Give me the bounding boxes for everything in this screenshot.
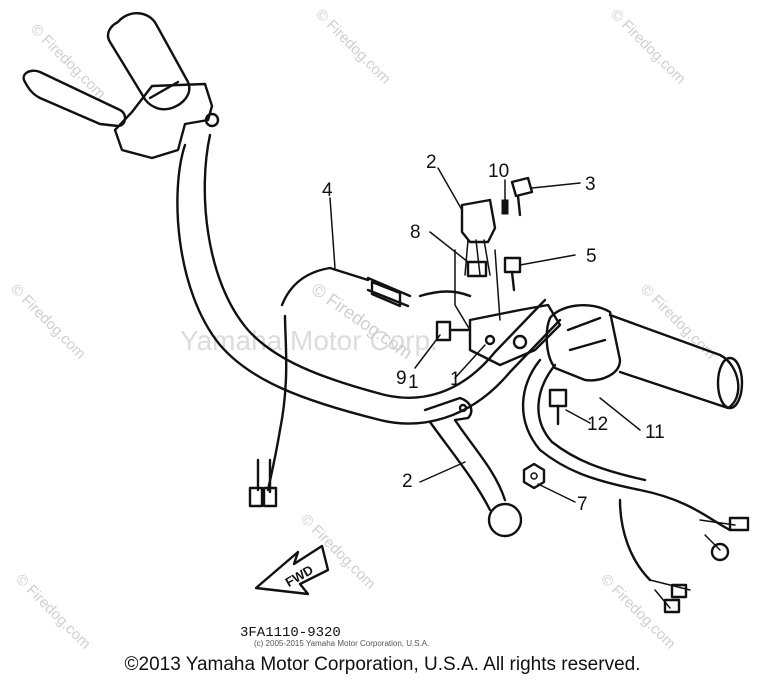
watermark-text: © Firedog.com (7, 281, 89, 363)
callout-12: 12 (587, 414, 608, 435)
screw-part-9 (435, 320, 470, 342)
nut-part-7 (522, 462, 546, 490)
callout-10: 10 (488, 161, 509, 182)
callout-11: 11 (645, 422, 665, 443)
watermark-text: © Firedog.com (607, 6, 689, 88)
callout-3: 2 (426, 152, 437, 173)
footer-copyright: ©2013 Yamaha Motor Corporation, U.S.A. A… (124, 654, 641, 675)
watermark-text: © Firedog.com (12, 571, 94, 653)
callout-7: 7 (577, 494, 588, 515)
switch-part-3 (454, 198, 501, 331)
watermark-text: © Firedog.com (27, 21, 109, 103)
bolt-part-12 (548, 388, 568, 426)
watermark-center-text: Yamaha Motor Corp. (180, 325, 438, 356)
left-lever-assembly (22, 69, 220, 160)
wiring-harness (521, 358, 750, 614)
fwd-arrow-label: FWD (283, 562, 316, 590)
bolt-part-4 (510, 176, 534, 217)
callout-4: 3 (585, 174, 596, 195)
watermark-text: © Firedog.com (312, 6, 394, 88)
callout-6: 5 (586, 246, 597, 267)
callout-1a: 1 (408, 372, 419, 393)
lever-part-2 (423, 396, 523, 538)
callout-5: 4 (322, 180, 333, 201)
small-copyright: (c) 2005-2015 Yamaha Motor Corporation, … (254, 639, 429, 648)
leader-lines (329, 167, 641, 503)
callout-1b: 1 (450, 369, 461, 390)
screw-part-10 (501, 199, 509, 215)
switch-housing-part-11 (545, 304, 744, 410)
callout-9: 9 (396, 368, 407, 389)
callout-2: 2 (402, 471, 413, 492)
left-grip (106, 12, 191, 111)
handlebar (176, 133, 562, 425)
fwd-arrow: FWD (254, 544, 330, 596)
cable-part-5 (248, 266, 472, 508)
screw-part-6 (503, 256, 522, 292)
watermark-layer: © Firedog.com © Firedog.com © Firedog.co… (7, 6, 719, 653)
diagram-part-code: 3FA1110-9320 (240, 625, 341, 641)
callout-8: 8 (410, 222, 421, 243)
